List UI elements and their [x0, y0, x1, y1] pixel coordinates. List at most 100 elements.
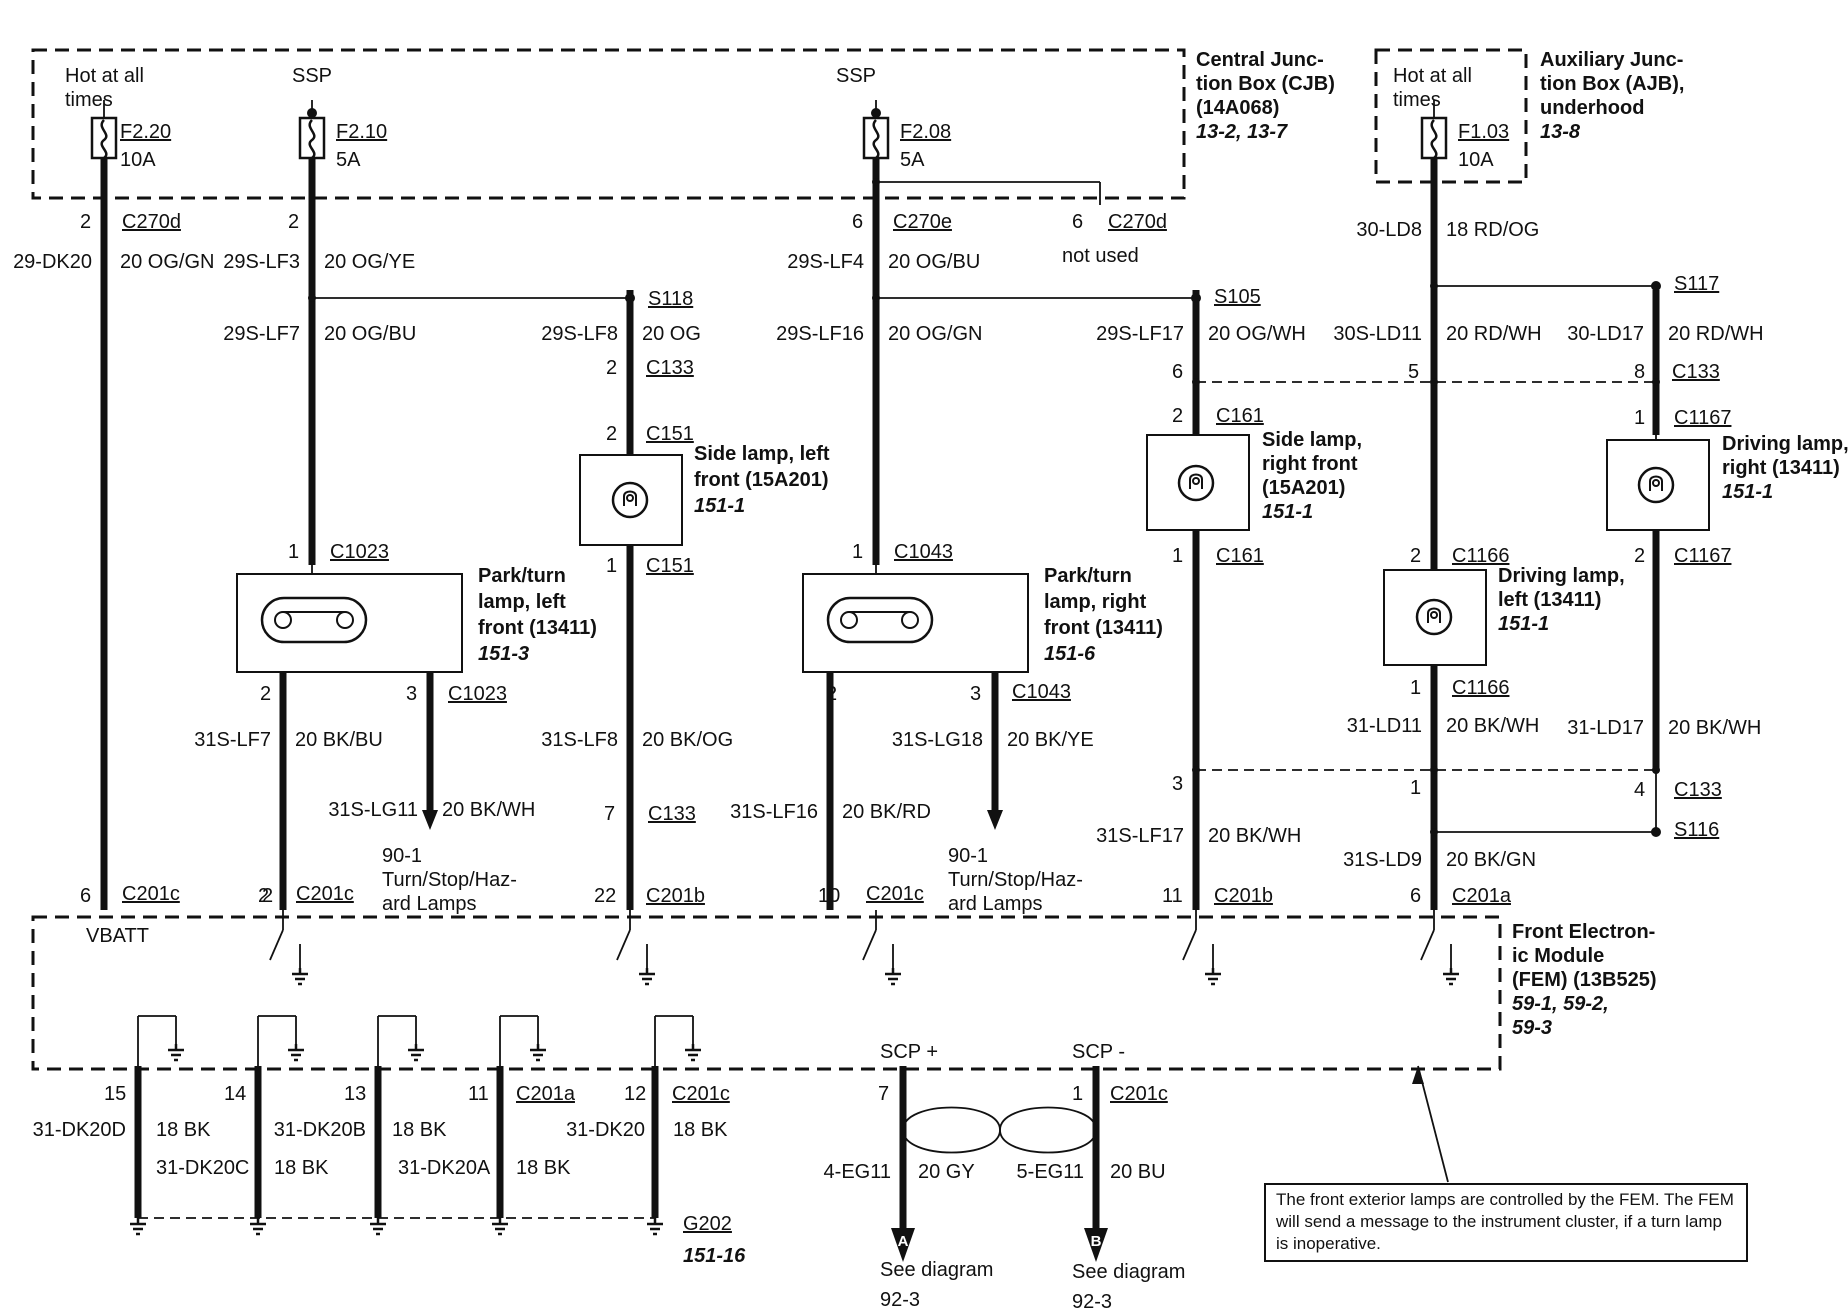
refs-see1-1-label: 92-3 — [880, 1289, 920, 1311]
circuits-w12-label: 31S-LG11 — [328, 799, 418, 821]
connectors-c270e-label: C270e — [893, 211, 952, 233]
components-park_right-2-label: front (13411) — [1044, 617, 1163, 639]
circuits-w19-label: 31S-LD9 — [1343, 849, 1422, 871]
components-drive_right-1-label: right (13411) — [1722, 457, 1840, 479]
components-side_left-1-label: front (15A201) — [694, 469, 828, 491]
connectors-c201a_a-label: C201a — [1452, 885, 1512, 907]
components-drive_right-2-label: 151-1 — [1722, 481, 1773, 503]
boxes-cjb-1-label: tion Box (CJB) — [1196, 73, 1335, 95]
components-side_right-1-label: right front — [1262, 453, 1358, 475]
boxes-cjb-2-label: (14A068) — [1196, 97, 1279, 119]
connectors-c133_b-label: C133 — [1672, 361, 1720, 383]
circuits-w18c-label: 20 BK/WH — [1668, 717, 1761, 739]
circuits-scp2c-label: 20 BU — [1110, 1161, 1166, 1183]
circuits-scp2-label: 5-EG11 — [1017, 1161, 1084, 1183]
pins-g12-label: 12 — [624, 1083, 646, 1105]
circuits-w3-label: 29S-LF7 — [223, 323, 300, 345]
refs-turn2-2-label: ard Lamps — [948, 893, 1043, 915]
pins-p6-label: 2 — [606, 423, 617, 445]
pins-p16-label: 2 — [1410, 545, 1421, 567]
pins-p22-label: 2 — [1634, 545, 1645, 567]
ground-symbols — [128, 968, 1461, 1236]
components-park_right-1-label: lamp, right — [1044, 591, 1147, 613]
fuses-0-id-label: F2.20 — [120, 121, 171, 143]
pins-p3-label: 6 — [852, 211, 863, 233]
arrow-a-label: A — [898, 1233, 909, 1250]
pins-p17-label: 1 — [1410, 677, 1421, 699]
components-park_left-3-label: 151-3 — [478, 643, 529, 665]
pins-p24-label: 1 — [288, 541, 299, 563]
circuits-w17c-label: 20 BK/WH — [1446, 715, 1539, 737]
pins-p10-label: 6 — [1172, 361, 1183, 383]
cjb-outline — [31, 48, 1186, 200]
circuits-w14-label: 31S-LG18 — [892, 729, 983, 751]
pins-p4-label: 6 — [1072, 211, 1083, 233]
pins-p15-label: 5 — [1408, 361, 1419, 383]
connectors-c161_b-label: C161 — [1216, 545, 1264, 567]
circuits-w6c-label: 20 OG/GN — [888, 323, 982, 345]
connectors-c1167_b-label: C1167 — [1674, 545, 1731, 567]
circuits-w16-label: 31S-LF17 — [1096, 825, 1184, 847]
power-ssp2-label: SSP — [836, 65, 876, 87]
power-hot2-1-label: times — [1393, 89, 1441, 111]
circuits-g3-label: 31-DK20B — [274, 1119, 366, 1141]
connectors-c1043_a-label: C1043 — [894, 541, 953, 563]
components-drive_right-0-label: Driving lamp, — [1722, 433, 1848, 455]
components-park_left-0-label: Park/turn — [478, 565, 566, 587]
connectors-c270d_b-label: C270d — [1108, 211, 1167, 233]
connectors-c201c_e-label: C201c — [1110, 1083, 1168, 1105]
connectors-c201b_b-label: C201b — [1214, 885, 1273, 907]
pins-p11-label: 2 — [1172, 405, 1183, 427]
connectors-c161_a-label: C161 — [1216, 405, 1264, 427]
connectors-not_used-label: not used — [1062, 245, 1139, 267]
pins-p27-label: 2 — [262, 885, 273, 907]
fuses-2-rating-label: 5A — [900, 149, 925, 171]
connectors-g202_ref-label: 151-16 — [683, 1245, 746, 1267]
circuits-g5-label: 31-DK20 — [566, 1119, 645, 1141]
connectors-c1166_a-label: C1166 — [1452, 545, 1509, 567]
components-drive_left-2-label: 151-1 — [1498, 613, 1549, 635]
components-park_right-0-label: Park/turn — [1044, 565, 1132, 587]
connectors-s105-label: S105 — [1214, 286, 1261, 308]
circuits-w8-label: 30-LD8 — [1356, 219, 1422, 241]
pins-s7-label: 7 — [878, 1083, 889, 1105]
circuits-w9-label: 30S-LD11 — [1333, 323, 1422, 345]
refs-turn1-0-label: 90-1 — [382, 845, 422, 867]
refs-turn1-1-label: Turn/Stop/Haz- — [382, 869, 517, 891]
connectors-c133_a-label: C133 — [646, 357, 694, 379]
connectors-c201c_d-label: C201c — [672, 1083, 730, 1105]
pins-p30-label: 3 — [970, 683, 981, 705]
park-lamp-left-box — [236, 573, 463, 673]
pins-p2-label: 2 — [288, 211, 299, 233]
circuits-w7c-label: 20 OG/WH — [1208, 323, 1306, 345]
connectors-c1023_a-label: C1023 — [330, 541, 389, 563]
refs-see1-0-label: See diagram — [880, 1259, 993, 1281]
pins-p32-label: 6 — [80, 885, 91, 907]
circuits-g3c-label: 18 BK — [392, 1119, 447, 1141]
refs-see2-0-label: See diagram — [1072, 1261, 1185, 1283]
circuits-w3c-label: 20 OG/BU — [324, 323, 416, 345]
pins-p18-label: 1 — [1410, 777, 1421, 799]
pins-g14-label: 14 — [224, 1083, 246, 1105]
boxes-ajb-2-label: underhood — [1540, 97, 1644, 119]
fuses-1-rating-label: 5A — [336, 149, 361, 171]
components-park_right-3-label: 151-6 — [1044, 643, 1096, 665]
power-ssp1-label: SSP — [292, 65, 332, 87]
boxes-cjb-0-label: Central Junc- — [1196, 49, 1324, 71]
circuits-w16c-label: 20 BK/WH — [1208, 825, 1301, 847]
circuits-scp1c-label: 20 GY — [918, 1161, 975, 1183]
boxes-fem-0-label: Front Electron- — [1512, 921, 1655, 943]
components-side_left-2-label: 151-1 — [694, 495, 745, 517]
refs-see2-1-label: 92-3 — [1072, 1291, 1112, 1312]
fuses-3-id-label: F1.03 — [1458, 121, 1509, 143]
fuses-1-id-label: F2.10 — [336, 121, 387, 143]
circuits-w13-label: 31S-LF8 — [541, 729, 618, 751]
refs-turn1-2-label: ard Lamps — [382, 893, 477, 915]
arrow-b-icon — [1084, 1228, 1108, 1262]
fem-note: The front exterior lamps are controlled … — [1264, 1183, 1748, 1262]
circuits-scp1-label: 4-EG11 — [824, 1161, 891, 1183]
pins-g11-label: 11 — [468, 1083, 489, 1105]
pins-p25-label: 2 — [260, 683, 271, 705]
circuits-g4c-label: 18 BK — [516, 1157, 571, 1179]
